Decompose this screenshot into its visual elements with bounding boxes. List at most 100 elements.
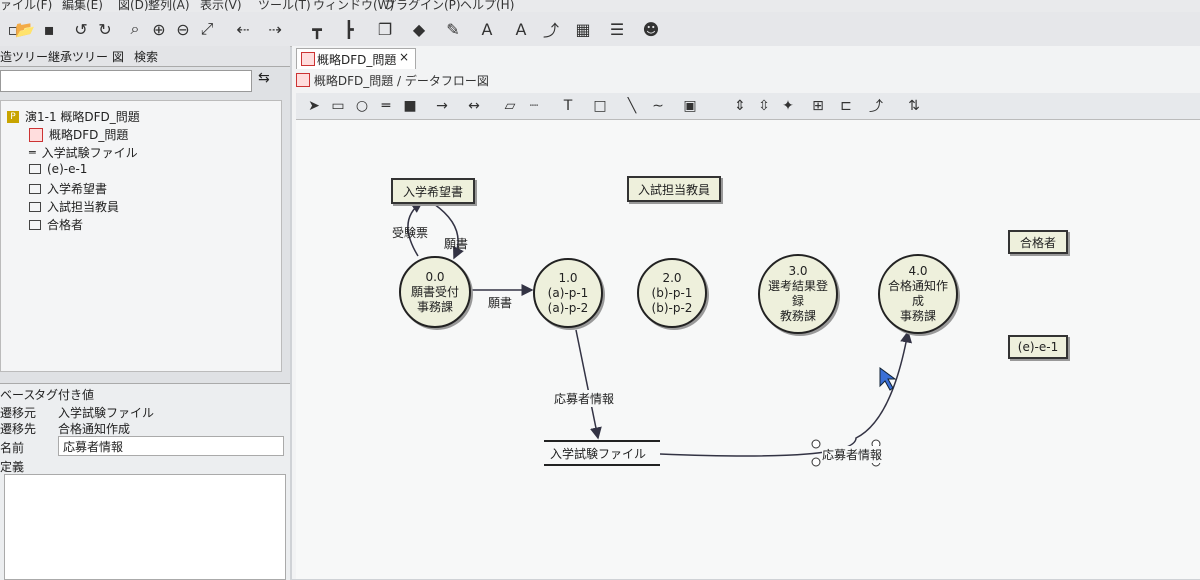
process-line: 教務課 [779,309,816,323]
tree-root[interactable]: P 演1-1 概略DFD_問題 [7,108,140,125]
dashed-line-tool-icon[interactable]: ┈ [529,98,539,114]
zoom-out-icon[interactable]: ⊖ [176,19,190,39]
menu-view[interactable]: 表示(V) [200,0,242,12]
flow-tool-icon[interactable]: → [436,98,448,114]
menu-plugin[interactable]: プラグイン(P) [384,0,461,12]
bidirectional-tool-icon[interactable]: ↔ [468,98,480,114]
process-1[interactable]: 1.0 (a)-p-1 (a)-p-2 [533,258,603,328]
line-style-icon[interactable]: ⤴ [542,21,559,40]
menu-tools[interactable]: ツール(T) [258,0,311,12]
name-input[interactable]: 応募者情報 [58,436,284,456]
font-color-icon[interactable]: A [481,19,493,39]
tab-tagged-values[interactable]: タグ付き値 [34,388,95,402]
process-line: (a)-p-2 [547,300,589,315]
zoom-icon[interactable]: ⌕ [130,19,140,38]
frame-left-icon[interactable]: ⊏ [840,98,852,114]
box-tool-icon[interactable]: □ [593,98,607,114]
menu-align[interactable]: 整列(A) [148,0,190,12]
fill-color-icon[interactable]: ◆ [412,19,426,39]
menu-help[interactable]: ヘルプ(H) [460,0,515,12]
datastore-label[interactable]: 入学試験ファイル [550,447,647,461]
tab-structure-tree[interactable]: 造ツリー [0,50,49,64]
pin-icon[interactable]: ✦ [782,98,794,114]
flow-juken-hyo[interactable] [407,201,424,257]
process-3[interactable]: 3.0 選考結果登 録 教務課 [758,254,838,334]
text-tool-icon[interactable]: T [563,98,573,114]
entity-gokakusha[interactable]: 合格者 [1008,230,1068,254]
redo-icon[interactable]: ↻ [98,19,112,39]
process-line: 事務課 [416,299,453,314]
tree-filter-input[interactable] [0,70,252,92]
entity-e-e-1[interactable]: (e)-e-1 [1008,335,1068,359]
line-color-icon[interactable]: ✎ [446,19,460,39]
menu-diagram[interactable]: 図(D) [118,0,149,12]
prop-key-target: 遷移先 [0,422,37,436]
tree-item-diagram[interactable]: 概略DFD_問題 [29,126,128,143]
note-tool-icon[interactable]: ▱ [504,98,516,114]
process-number: 3.0 [788,264,808,278]
connector-icon[interactable]: ⤴ [869,99,883,115]
list-icon[interactable]: ☰ [609,19,625,39]
document-tab[interactable]: 概略DFD_問題 × [296,48,416,69]
tree-item-datastore[interactable]: ═ 入学試験ファイル [29,144,138,161]
flow-gansho-1[interactable] [433,203,464,260]
rectangle-tool-icon[interactable]: ▭ [331,98,345,114]
add-frame-icon[interactable]: ⊞ [812,98,824,114]
open-folder-icon[interactable]: 📂 [15,19,35,39]
align-left-icon[interactable]: ┣ [344,19,354,39]
save-icon[interactable]: ▪ [43,19,55,39]
tab-diagram[interactable]: 図 [112,50,125,64]
tab-inheritance-tree[interactable]: 継承ツリー [48,50,109,64]
tree-item-entity[interactable]: 合格者 [29,216,83,233]
selection-handle[interactable] [811,439,821,449]
adjust-icon[interactable]: ⇅ [908,98,920,114]
line-tool-icon[interactable]: ╲ [627,98,637,114]
selection-handle[interactable] [811,457,821,467]
prop-key-definition: 定義 [0,460,25,474]
tab-search[interactable]: 検索 [134,50,159,64]
tree-item-entity[interactable]: 入学希望書 [29,180,107,197]
prop-value-source: 入学試験ファイル [58,406,155,420]
filled-rect-tool-icon[interactable]: ■ [403,98,417,114]
vertical-space-icon[interactable]: ⇕ [734,98,746,114]
tab-base[interactable]: ベース [0,388,36,402]
table-icon[interactable]: ▦ [575,19,591,39]
tree-item-entity[interactable]: (e)-e-1 [29,162,87,176]
circle-tool-icon[interactable]: ○ [355,98,369,114]
definition-textarea[interactable] [4,474,286,580]
diagram-palette: ➤ ▭ ○ ═ ■ → ↔ ▱ ┈ T □ ╲ ∼ ▣ ⇕ ⇳ ✦ ⊞ ⊏ ⤴ … [296,93,1200,120]
arrange-icon[interactable]: ❐ [377,19,393,39]
new-file-icon[interactable]: ▫ [7,19,19,39]
menu-edit[interactable]: 編集(E) [62,0,103,12]
image-tool-icon[interactable]: ▣ [683,98,697,114]
entity-nyushi-tanto[interactable]: 入試担当教員 [627,176,721,202]
flow-label-applicant-info-selected[interactable]: 応募者情報 [822,446,883,463]
forward-icon[interactable]: ⇢ [268,19,282,39]
tree-item-entity[interactable]: 入試担当教員 [29,198,119,215]
back-icon[interactable]: ⇠ [236,19,250,39]
entity-nyugaku-kibosho[interactable]: 入学希望書 [391,178,475,204]
datastore-tool-icon[interactable]: ═ [381,98,391,114]
flow-applicant-info-1[interactable] [575,329,602,440]
flow-applicant-info-2[interactable] [659,330,913,457]
compress-space-icon[interactable]: ⇳ [758,98,770,114]
select-tool-icon[interactable]: ➤ [308,98,320,114]
menu-window[interactable]: ウィンドウ(W) [313,0,395,12]
undo-icon[interactable]: ↺ [74,19,88,39]
font-size-icon[interactable]: A [515,19,527,39]
zoom-in-icon[interactable]: ⊕ [152,19,166,39]
process-2[interactable]: 2.0 (b)-p-1 (b)-p-2 [637,258,707,328]
process-line: 願書受付 [410,284,459,299]
process-4[interactable]: 4.0 合格通知作 成 事務課 [878,254,958,334]
process-0[interactable]: 0.0 願書受付 事務課 [399,256,471,328]
process-line: 録 [791,294,804,308]
curve-tool-icon[interactable]: ∼ [652,98,664,114]
fit-icon[interactable]: ⤢ [200,19,214,38]
align-top-icon[interactable]: ┳ [312,19,322,39]
close-tab-icon[interactable]: × [399,50,410,64]
diagram-canvas[interactable]: 入学希望書 入試担当教員 合格者 (e)-e-1 0.0 願書受付 事務課 1.… [296,120,1200,579]
smiley-icon[interactable]: ☻ [642,19,660,39]
entity-icon [29,219,41,230]
menu-file[interactable]: ァイル(F) [0,0,53,12]
sync-icon[interactable]: ⇆ [258,70,270,86]
